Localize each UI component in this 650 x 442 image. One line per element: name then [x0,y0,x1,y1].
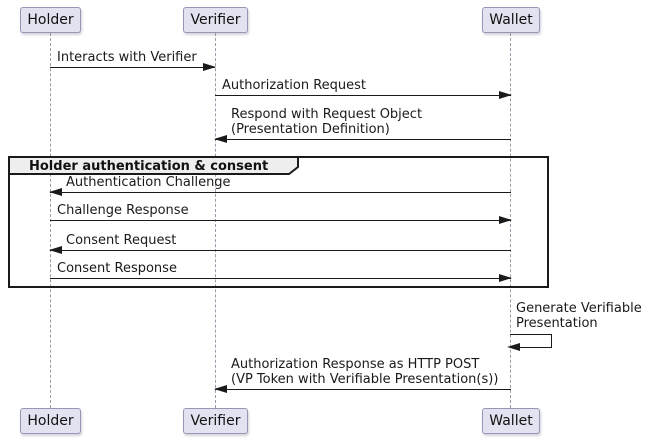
arrowhead-left-icon [214,135,227,143]
message-label: Interacts with Verifier [57,50,197,65]
message-line [50,192,511,193]
self-loop-bottom-line [519,347,552,348]
message-line [50,67,215,68]
participant-holder-top: Holder [20,7,81,33]
arrowhead-right-icon [499,274,512,282]
participant-holder-bottom: Holder [20,408,81,434]
message-line [50,250,511,251]
participant-holder-label: Holder [27,413,74,429]
self-loop-right-line [551,334,552,347]
message-label: Authorization Request [222,78,367,93]
message-line [215,139,511,140]
participant-holder-label: Holder [27,12,74,28]
arrowhead-left-icon [49,246,62,254]
participant-verifier-label: Verifier [190,12,241,28]
participant-verifier-top: Verifier [183,7,248,33]
arrowhead-right-icon [203,63,216,71]
participant-wallet-top: Wallet [482,7,540,33]
participant-verifier-bottom: Verifier [183,408,248,434]
message-line [50,278,511,279]
arrowhead-right-icon [499,216,512,224]
group-holder-authentication-consent: Holder authentication & consent [8,156,549,288]
arrowhead-left-icon [49,188,62,196]
message-line [215,389,511,390]
message-label: Challenge Response [57,203,189,218]
group-label-tab [8,156,299,175]
message-label: Authentication Challenge [66,175,231,190]
message-label: Generate Verifiable Presentation [516,301,642,331]
participant-wallet-label: Wallet [489,12,533,28]
message-label: Authorization Response as HTTP POST (VP … [231,357,499,387]
message-label: Respond with Request Object (Presentatio… [231,107,423,137]
message-generate-verifiable-presentation: Generate Verifiable Presentation [507,301,642,351]
arrowhead-right-icon [499,91,512,99]
group-label: Holder authentication & consent [29,159,269,174]
message-line [215,95,511,96]
participant-verifier-label: Verifier [190,413,241,429]
self-loop-top-line [510,334,552,335]
message-line [50,220,511,221]
arrowhead-left-icon [214,385,227,393]
message-label: Consent Request [66,233,177,248]
participant-wallet-bottom: Wallet [482,408,540,434]
participant-wallet-label: Wallet [489,413,533,429]
message-label: Consent Response [57,261,177,276]
arrowhead-left-icon [507,343,520,351]
